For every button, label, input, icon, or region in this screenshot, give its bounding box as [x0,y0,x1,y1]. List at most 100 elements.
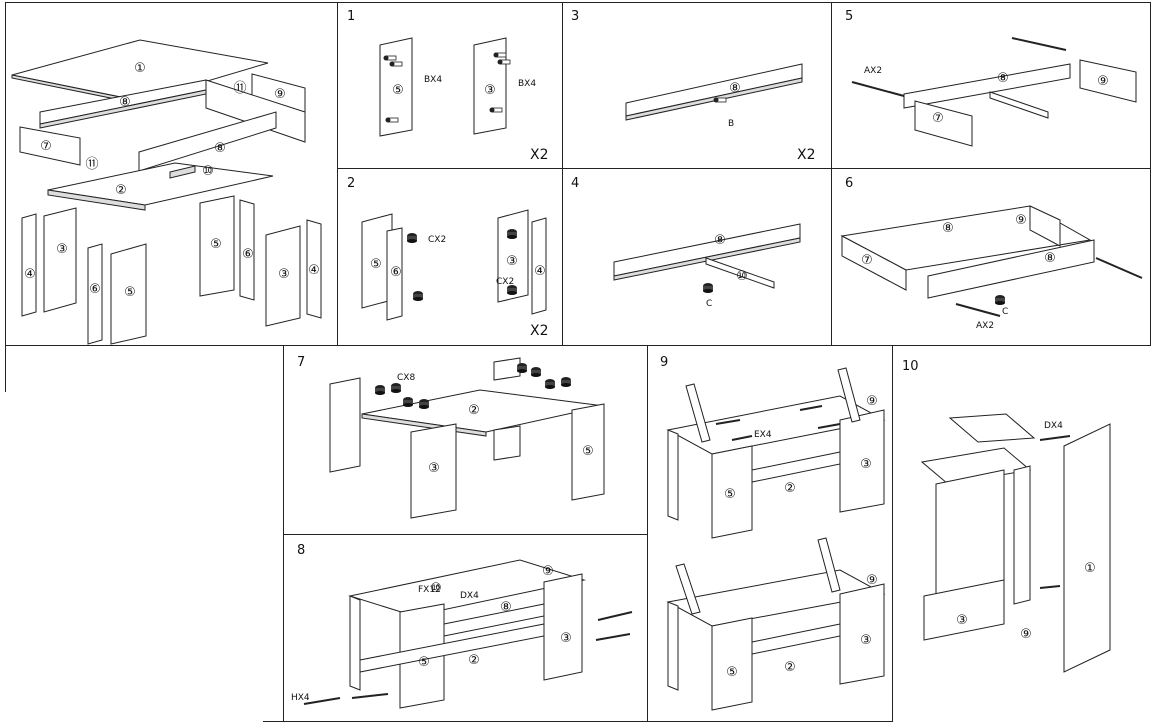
s8-callout-p3: ③ [560,631,572,646]
s2-hw-2: CX2 [496,277,514,287]
callout-p7: ⑦ [40,139,52,154]
s6-callout-p8b: ⑧ [1044,251,1056,266]
overview-panel [11,39,322,345]
col-a [337,2,338,345]
s9b-callout-p2: ② [784,660,796,675]
part-6-left [87,243,103,345]
callout-p10: ⑩ [202,164,214,179]
step-2-diagram [361,209,547,321]
callout-p6: ⑥ [89,282,101,297]
s2-callout-p6: ⑥ [390,265,402,280]
s4-callout-p8: ⑧ [714,233,726,248]
step-6-number: 6 [845,176,854,191]
s7-hw-1: CX8 [397,373,415,383]
s4-callout-p10: ⑩ [736,269,748,284]
part-3-left [43,207,77,313]
part-callouts: ① ⑧ ⑪ ⑨ ⑦ ⑧ ⑪ ⑩ ② ④ ③ ⑥ ⑤ ⑤ ⑥ ③ ④ ⑤ ③ ⑧ … [24,61,1109,680]
step-1-multiplier: X2 [530,147,549,163]
s4-hw-1: C [706,299,712,309]
s1-callout-p3: ③ [484,83,496,98]
step-2-multiplier: X2 [530,323,549,339]
callout-p6b: ⑥ [242,247,254,262]
s9b-callout-p3: ③ [860,633,872,648]
part-3-right [265,225,301,327]
part-frame-right [205,79,306,143]
step-2-number: 2 [347,176,356,191]
step-3-multiplier: X2 [797,147,816,163]
step-5-number: 5 [845,9,854,24]
s10-callout-p3: ③ [956,613,968,628]
s1-callout-p5: ⑤ [392,83,404,98]
callout-p4: ④ [24,267,36,282]
s9-callout-p2: ② [784,481,796,496]
callout-p5: ⑤ [124,285,136,300]
part-4-left [21,213,37,317]
s6-callout-p9: ⑨ [1015,213,1027,228]
s8-hw-1: FX12 [418,585,441,595]
s7-callout-p2: ② [468,403,480,418]
s5-callout-p9: ⑨ [1097,74,1109,89]
s1-hw-2: BX4 [518,79,536,89]
frame-left [5,2,6,392]
s2-callout-p3: ③ [506,254,518,269]
s2-hw-1: CX2 [428,235,446,245]
part-6-right [239,199,255,301]
s6-callout-p7: ⑦ [861,253,873,268]
callout-p3b: ③ [278,267,290,282]
part-5-left [110,243,147,345]
part-4-right [306,219,322,319]
s7-callout-p5: ⑤ [582,444,594,459]
s8-callout-p8: ⑧ [500,600,512,615]
step-10-diagram [920,413,1111,673]
col-d [283,345,284,721]
callout-p5b: ⑤ [210,237,222,252]
s9-callout-p9: ⑨ [866,394,878,409]
s6-hw-1: AX2 [976,321,994,331]
s8-callout-p2: ② [468,653,480,668]
callout-p2: ② [115,183,127,198]
s9-callout-p3: ③ [860,457,872,472]
step-9-bottom-diagram [666,537,886,711]
step-4-diagram [613,223,801,289]
callout-p8: ⑧ [119,95,131,110]
step-10-number: 10 [902,359,919,374]
step-1-number: 1 [347,9,356,24]
s8-hw-2: DX4 [460,591,479,601]
step-6-diagram [840,205,1095,299]
callout-p11: ⑪ [233,81,246,96]
s9b-callout-p9: ⑨ [866,573,878,588]
s3-hw-1: B [728,119,734,129]
col-c [831,2,832,345]
s6-hw-2: C [1002,307,1008,317]
s6-callout-p8: ⑧ [942,221,954,236]
col-b [562,2,563,345]
step-9-number: 9 [660,355,669,370]
frame-top [5,2,1151,3]
row2-bottom [263,721,893,722]
part-5-right [199,195,235,297]
s10-hw-1: DX4 [1044,421,1063,431]
callout-p4b: ④ [308,263,320,278]
step-8-diagram [348,559,586,709]
row1-bottom [5,345,1151,346]
col-e [647,345,648,721]
callout-p1: ① [134,61,146,76]
frame-right [1150,2,1151,346]
s8-callout-p5: ⑤ [418,655,430,670]
callout-p3: ③ [56,242,68,257]
s9b-callout-p5: ⑤ [726,665,738,680]
s9-hw-1: EX4 [754,430,772,440]
s5-callout-p7: ⑦ [932,111,944,126]
s8-callout-p10: ⑩ [430,581,442,596]
part-8-rail-front [138,111,277,172]
step-8-number: 8 [297,543,306,558]
part-7-side [19,126,81,166]
step-7-number: 7 [297,355,306,370]
callout-p9: ⑨ [274,87,286,102]
step-3-number: 3 [571,9,580,24]
hardware-details [303,37,1143,705]
s1-hw-1: BX4 [424,75,442,85]
callout-p8b: ⑧ [214,141,226,156]
s8-callout-p9: ⑨ [542,564,554,579]
